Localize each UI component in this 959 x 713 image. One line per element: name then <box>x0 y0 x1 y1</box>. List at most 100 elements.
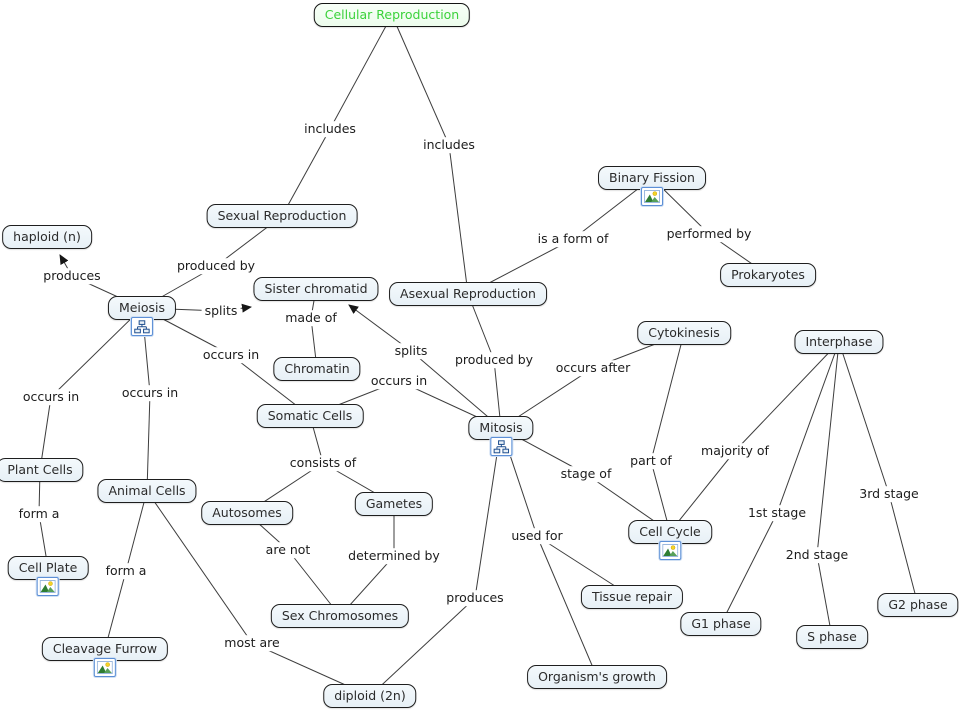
edge-line <box>39 396 52 471</box>
concept-label: Sister chromatid <box>264 281 368 296</box>
concept-label: Cell Plate <box>18 560 78 575</box>
edge-line <box>734 341 840 452</box>
linking-phrase[interactable]: produces <box>443 590 507 606</box>
concept-label: G2 phase <box>888 597 948 612</box>
linking-phrase[interactable]: occurs after <box>552 360 634 376</box>
linking-phrase[interactable]: 2nd stage <box>782 547 852 563</box>
cmap-resource-icon[interactable] <box>490 437 512 456</box>
linking-phrase[interactable]: most are <box>221 635 283 651</box>
concept-sister-chromatid[interactable]: Sister chromatid <box>253 277 379 301</box>
concept-label: Chromatin <box>284 361 350 376</box>
concept-label: Somatic Cells <box>267 408 353 423</box>
concept-label: G1 phase <box>691 616 751 631</box>
concept-label: Cleavage Furrow <box>52 641 158 656</box>
linking-phrase[interactable]: includes <box>301 121 359 137</box>
concept-label: Mitosis <box>479 420 523 435</box>
cmap-resource-icon[interactable] <box>131 317 153 336</box>
edge-line <box>650 332 685 462</box>
linking-phrase[interactable]: 3rd stage <box>856 486 922 502</box>
linking-phrase[interactable]: majority of <box>698 443 772 459</box>
edge-line <box>816 554 833 638</box>
edge-line <box>536 535 598 678</box>
linking-phrase[interactable]: includes <box>420 137 478 153</box>
concept-gametes[interactable]: Gametes <box>354 492 434 516</box>
concept-label: Prokaryotes <box>731 267 805 282</box>
linking-phrase[interactable]: consists of <box>286 455 360 471</box>
edge-line <box>104 570 127 650</box>
concept-haploid-n[interactable]: haploid (n) <box>2 225 92 249</box>
concept-organisms-growth[interactable]: Organism's growth <box>527 665 667 689</box>
linking-phrase[interactable]: produced by <box>173 258 259 274</box>
image-resource-icon[interactable] <box>36 577 59 596</box>
linking-phrase[interactable]: used for <box>508 528 566 544</box>
concept-label: Binary Fission <box>609 170 695 185</box>
concept-label: diploid (2n) <box>334 688 406 703</box>
concept-g1-phase[interactable]: G1 phase <box>680 612 762 636</box>
linking-phrase[interactable]: occurs in <box>367 373 431 389</box>
concept-prokaryotes[interactable]: Prokaryotes <box>720 263 816 287</box>
edge-line <box>816 341 840 556</box>
linking-phrase[interactable]: produces <box>40 268 104 284</box>
concept-somatic-cells[interactable]: Somatic Cells <box>256 404 364 428</box>
concept-chromatin[interactable]: Chromatin <box>273 357 361 381</box>
edge-line <box>50 307 143 398</box>
edge-line <box>720 512 778 625</box>
concept-label: Gametes <box>365 496 423 511</box>
linking-phrase[interactable]: stage of <box>557 466 615 482</box>
concept-sexual-reproduction[interactable]: Sexual Reproduction <box>206 204 358 228</box>
concept-label: Plant Cells <box>7 462 73 477</box>
linking-phrase[interactable]: form a <box>15 506 63 522</box>
linking-phrase[interactable]: is a form of <box>534 231 612 247</box>
concept-label: haploid (n) <box>13 229 81 244</box>
concept-label: Meiosis <box>118 300 166 315</box>
linking-phrase[interactable]: form a <box>102 563 150 579</box>
image-resource-icon[interactable] <box>641 187 663 206</box>
edge-line <box>838 341 890 495</box>
concept-interphase[interactable]: Interphase <box>794 330 884 354</box>
concept-tissue-repair[interactable]: Tissue repair <box>580 585 684 609</box>
edge-line <box>888 493 919 606</box>
concept-label: Sexual Reproduction <box>217 208 347 223</box>
concept-cellular-reproduction[interactable]: Cellular Reproduction <box>313 3 471 27</box>
linking-phrase[interactable]: 1st stage <box>744 505 810 521</box>
linking-phrase[interactable]: part of <box>627 453 675 469</box>
concept-g2-phase[interactable]: G2 phase <box>877 593 959 617</box>
edge-line <box>125 490 148 572</box>
linking-phrase[interactable]: produced by <box>451 352 537 368</box>
linking-phrase[interactable]: occurs in <box>118 385 182 401</box>
linking-phrase[interactable]: are not <box>262 542 314 558</box>
concept-sex-chromosomes[interactable]: Sex Chromosomes <box>270 604 410 628</box>
edge-line <box>281 128 331 217</box>
linking-phrase[interactable]: splits <box>391 343 431 359</box>
linking-phrase[interactable]: occurs in <box>19 389 83 405</box>
concept-autosomes[interactable]: Autosomes <box>201 501 293 525</box>
concept-animal-cells[interactable]: Animal Cells <box>97 479 197 503</box>
concept-plant-cells[interactable]: Plant Cells <box>0 458 84 482</box>
concept-cell-plate[interactable]: Cell Plate <box>7 556 89 596</box>
edge-line <box>329 14 393 130</box>
concept-binary-fission[interactable]: Binary Fission <box>598 166 706 206</box>
concept-cytokinesis[interactable]: Cytokinesis <box>637 321 731 345</box>
linking-phrase[interactable]: performed by <box>663 226 755 242</box>
concept-meiosis[interactable]: Meiosis <box>107 296 177 336</box>
image-resource-icon[interactable] <box>93 658 116 677</box>
linking-phrase[interactable]: made of <box>282 310 340 326</box>
linking-phrase[interactable]: occurs in <box>199 347 263 363</box>
concept-label: Sex Chromosomes <box>281 608 399 623</box>
concept-cleavage-furrow[interactable]: Cleavage Furrow <box>41 637 169 677</box>
concept-label: S phase <box>807 629 857 644</box>
concept-s-phase[interactable]: S phase <box>796 625 868 649</box>
concept-label: Autosomes <box>212 505 282 520</box>
linking-phrase[interactable]: splits <box>201 303 241 319</box>
image-resource-icon[interactable] <box>659 541 681 560</box>
concept-diploid-2n[interactable]: diploid (2n) <box>323 684 417 708</box>
concept-label: Cytokinesis <box>648 325 720 340</box>
linking-phrase[interactable]: determined by <box>345 548 443 564</box>
concept-asexual-reproduction[interactable]: Asexual Reproduction <box>389 282 547 306</box>
edge-line <box>146 392 151 492</box>
edge-line <box>474 427 502 599</box>
concept-cell-cycle[interactable]: Cell Cycle <box>628 520 712 560</box>
concept-mitosis[interactable]: Mitosis <box>468 416 534 456</box>
